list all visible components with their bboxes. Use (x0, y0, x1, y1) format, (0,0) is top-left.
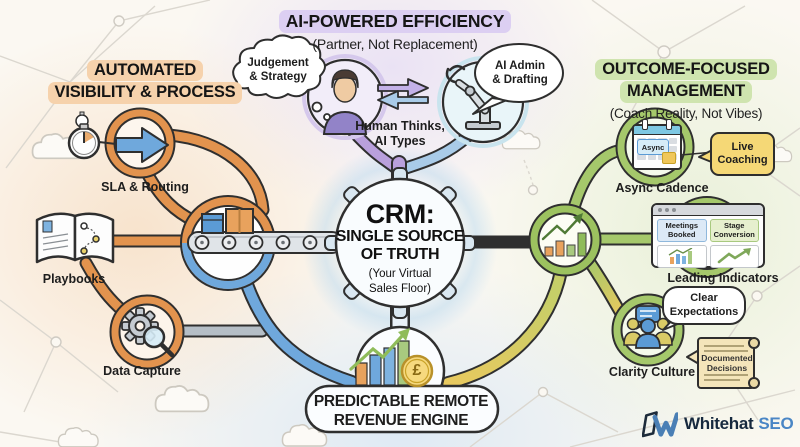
calendar-peg (642, 119, 648, 130)
right-section-subtitle: (Coach Reality, Not Vibes) (609, 105, 763, 121)
magnifier-icon (142, 325, 175, 358)
background-nodes (50, 15, 763, 398)
right-section-title: OUTCOME-FOCUSED MANAGEMENT (Coach Realit… (578, 59, 794, 121)
leading-indicators-window: Meetings Booked Stage Conversion (651, 203, 765, 268)
engine-label: PREDICTABLE REMOTE REVENUE ENGINE (313, 393, 489, 430)
coin-currency-symbol: £ (412, 362, 422, 379)
crm-hub-text: CRM: SINGLE SOURCE OF TRUTH (Your Virtua… (329, 200, 471, 296)
brand-name: Whitehat (684, 414, 754, 433)
human-avatar-icon (322, 69, 368, 135)
junction-chart-icon (544, 232, 587, 257)
human-ai-caption: Human Thinks, AI Types (355, 119, 445, 148)
hub-subtitle: (Your Virtual Sales Floor) (368, 268, 432, 295)
title-line: OUTCOME-FOCUSED (595, 59, 777, 81)
ai-to-human-arrow-icon (377, 90, 429, 110)
clarity-culture-label: Clarity Culture (608, 365, 696, 379)
async-cadence-label: Async Cadence (615, 181, 709, 195)
sla-routing-label: SLA & Routing (101, 180, 189, 194)
human-to-ai-arrow-icon (377, 78, 429, 98)
coin-icon (400, 354, 434, 388)
hub-title: CRM: (365, 199, 435, 229)
live-coaching-bubble: Live Coaching (710, 132, 775, 176)
top-section-subtitle: (Partner, Not Replacement) (312, 35, 478, 52)
calendar-highlight-cell (662, 152, 676, 164)
mini-bar-chart-icon (668, 248, 693, 264)
title-line: VISIBILITY & PROCESS (47, 82, 243, 104)
speech-bubble-text: AI Admin & Drafting (492, 60, 548, 86)
calendar-async-tag: Async (637, 139, 669, 155)
meetings-booked-cell: Meetings Booked (657, 219, 707, 242)
leading-indicators-label: Leading Indicators (667, 271, 779, 285)
title-line: AI-POWERED EFFICIENCY (278, 10, 512, 33)
playbooks-label: Playbooks (42, 272, 106, 286)
top-section-title: AI-POWERED EFFICIENCY (Partner, Not Repl… (275, 10, 515, 52)
left-section-title: AUTOMATED VISIBILITY & PROCESS (20, 60, 270, 104)
brand-suffix: SEO (758, 414, 794, 433)
routing-arrow-icon (115, 127, 169, 163)
stopwatch-icon (67, 111, 117, 160)
crm-hub-circle (334, 177, 466, 309)
async-calendar-icon: Async (632, 119, 682, 170)
playbook-icon (35, 212, 115, 264)
trend-arrow-cell (709, 245, 759, 268)
calendar-peg (666, 119, 672, 130)
engine-arrow-icon (349, 334, 404, 371)
data-capture-label: Data Capture (103, 364, 181, 378)
thought-bubble-text: Judgement & Strategy (247, 57, 309, 83)
clear-expectations-bubble: Clear Expectations (662, 286, 746, 325)
title-line: AUTOMATED (86, 60, 204, 82)
live-coaching-text: Live Coaching (717, 140, 768, 166)
speech-bubble-shape (472, 43, 564, 115)
stage-conversion-cell: Stage Conversion (709, 219, 759, 242)
thought-bubble-shape (232, 34, 331, 121)
scroll-icon (686, 337, 760, 389)
window-titlebar (653, 205, 763, 216)
title-line: MANAGEMENT (619, 81, 753, 103)
brand-logo: Whitehat SEO (642, 408, 796, 440)
clear-expectations-text: Clear Expectations (669, 292, 739, 318)
hub-line3: OF TRUTH (360, 246, 440, 264)
whitehat-logo-icon (642, 411, 678, 438)
bar-chart-cell (657, 245, 707, 268)
box-blue (201, 213, 224, 234)
hub-line2: SINGLE SOURCE (335, 228, 465, 246)
documented-decisions-text: Documented Decisions (701, 353, 753, 374)
mini-trend-arrow-icon (717, 248, 752, 264)
calendar-header (634, 126, 680, 135)
